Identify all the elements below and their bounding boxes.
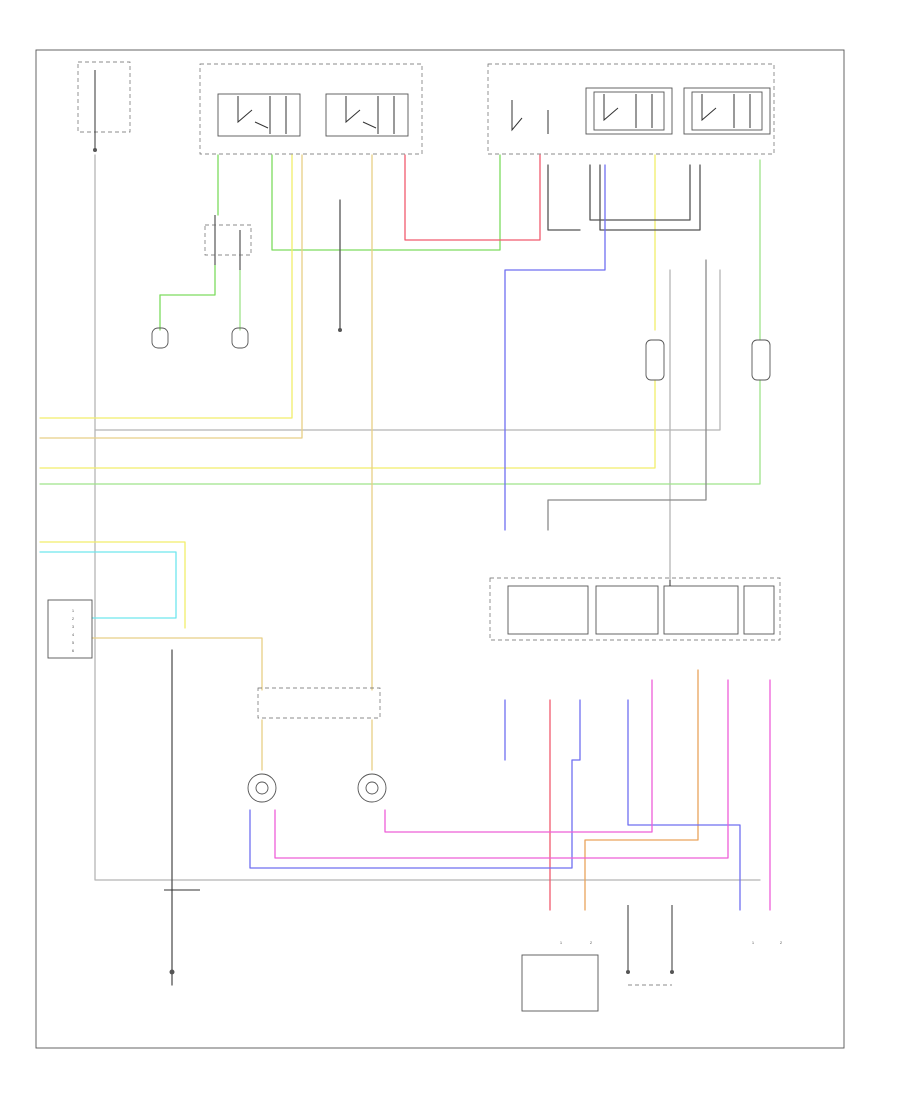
bottom-connector-right: 1 2 xyxy=(752,941,782,945)
bottom-right-pin-2: 2 xyxy=(780,941,782,945)
top-left-junction xyxy=(77,61,131,152)
center-junction xyxy=(204,215,342,332)
splice-box xyxy=(257,687,381,719)
bottom-connector-left: 1 2 xyxy=(521,941,599,1012)
lamp-left xyxy=(247,773,277,803)
wire-blue xyxy=(249,164,741,911)
left-pin-6: 6 xyxy=(72,649,74,653)
left-pin-2: 2 xyxy=(72,617,74,621)
control-module xyxy=(489,577,781,641)
wire-pink xyxy=(274,679,771,911)
lamp-right xyxy=(357,773,387,803)
bulb-right-2 xyxy=(751,339,771,381)
harness-gray xyxy=(94,154,761,881)
left-pin-5: 5 xyxy=(72,641,74,645)
left-pin-4: 4 xyxy=(72,633,74,637)
bulb-right-1 xyxy=(645,339,665,381)
wire-red xyxy=(404,154,551,911)
left-pin-1: 1 xyxy=(72,609,74,613)
wire-tan xyxy=(39,154,699,911)
left-pin-3: 3 xyxy=(72,625,74,629)
wire-black xyxy=(171,164,707,986)
wire-yellow xyxy=(39,154,656,629)
bulb-left-2 xyxy=(231,327,249,349)
bottom-right-pin-1: 1 xyxy=(752,941,754,945)
bottom-left-pin-2: 2 xyxy=(590,941,592,945)
relay-block-right xyxy=(487,63,775,155)
ground-symbol xyxy=(164,889,200,975)
bulb-left-1 xyxy=(151,327,169,349)
diagram-frame xyxy=(35,49,845,1049)
bottom-left-pin-1: 1 xyxy=(560,941,562,945)
bottom-connector-center xyxy=(626,905,674,986)
left-connector: 1 2 3 4 5 6 xyxy=(47,599,93,659)
wire-cyan xyxy=(39,551,177,619)
wire-green xyxy=(39,154,761,485)
relay-block-left xyxy=(199,63,423,155)
